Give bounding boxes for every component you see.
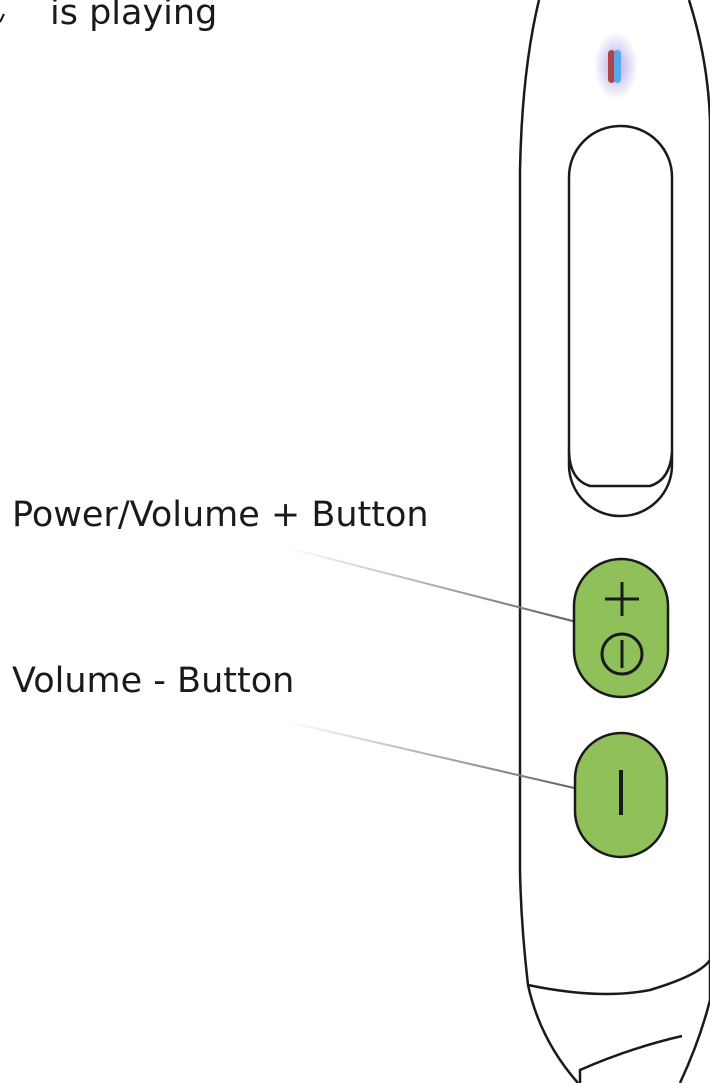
power-icon [600, 632, 644, 676]
caption-fragment: is playing [50, 0, 218, 33]
led-indicator [594, 32, 638, 100]
power-volume-up-label: Power/Volume + Button [12, 495, 429, 535]
volume-down-label: Volume - Button [12, 661, 295, 701]
power-volume-up-button[interactable] [572, 557, 670, 699]
partial-outline-fragment [0, 13, 5, 23]
volume-down-button[interactable] [573, 731, 669, 859]
volume-down-leader-line [287, 721, 597, 794]
earbud-control-body [518, 0, 710, 1083]
plus-icon [605, 582, 639, 616]
touch-pad-slot [567, 124, 674, 518]
power-leader-line [287, 547, 593, 627]
